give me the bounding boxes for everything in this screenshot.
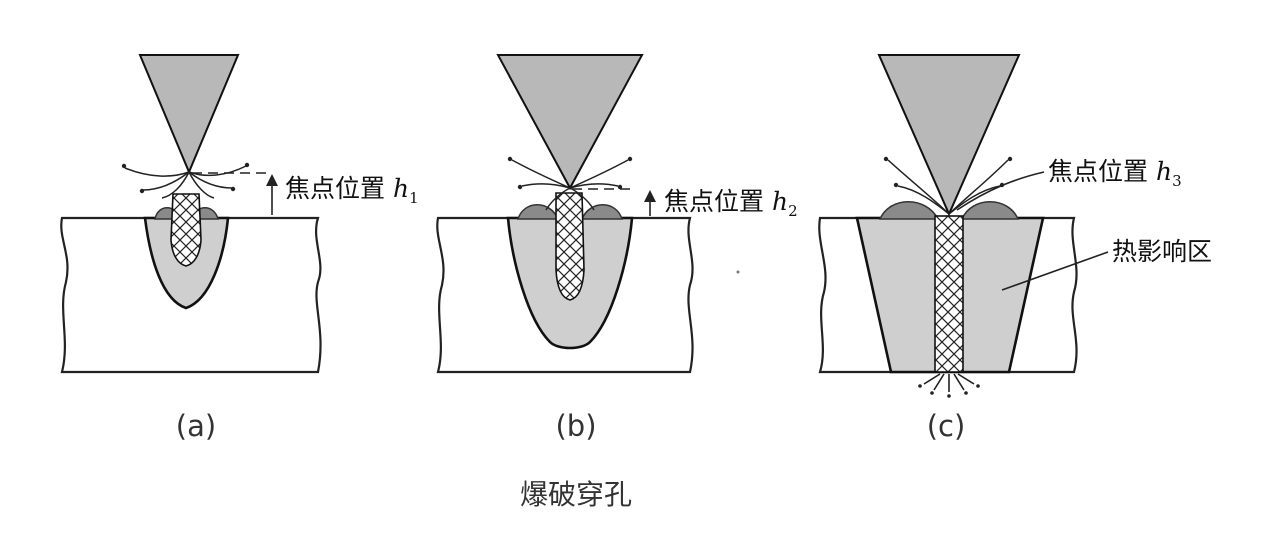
through-hole-channel [934, 215, 964, 373]
spray-streaks [507, 156, 633, 211]
focus-position-label-a: 焦点位置 h1 [285, 174, 419, 207]
focus-position-label-c: 焦点位置 h3 [1048, 157, 1182, 190]
spatter-bump-left [878, 201, 940, 220]
focus-arrowhead [644, 190, 656, 202]
figure-title: 爆破穿孔 [520, 478, 632, 511]
spatter-bump-left [516, 204, 560, 220]
focus-position-label-b: 焦点位置 h2 [664, 187, 798, 220]
exit-spray [918, 373, 980, 398]
panel-label-a: (a) [176, 409, 216, 443]
heat-zone-leader-line [1001, 251, 1109, 291]
molten-channel [555, 192, 585, 301]
laser-beam [138, 54, 240, 175]
panel-label-c: (c) [927, 409, 966, 443]
laser-beam [496, 54, 644, 191]
panel-a: 焦点位置 h1 (a) [60, 54, 419, 443]
panel-c: 焦点位置 h3 热影响区 (c) [818, 54, 1212, 443]
spatter-bump-right [960, 201, 1020, 220]
panel-b: 焦点位置 h2 (b) [436, 54, 798, 443]
spray-streaks [883, 156, 1013, 215]
heat-affected-zone-label: 热影响区 [1112, 237, 1212, 266]
laser-beam [877, 54, 1021, 217]
panel-label-b: (b) [555, 409, 596, 443]
spray-streaks [121, 162, 250, 199]
focus-leader-line [956, 171, 1045, 211]
speck [736, 270, 740, 274]
spatter-bump-right [580, 204, 624, 220]
focus-arrowhead [266, 174, 278, 186]
molten-channel [170, 193, 202, 267]
